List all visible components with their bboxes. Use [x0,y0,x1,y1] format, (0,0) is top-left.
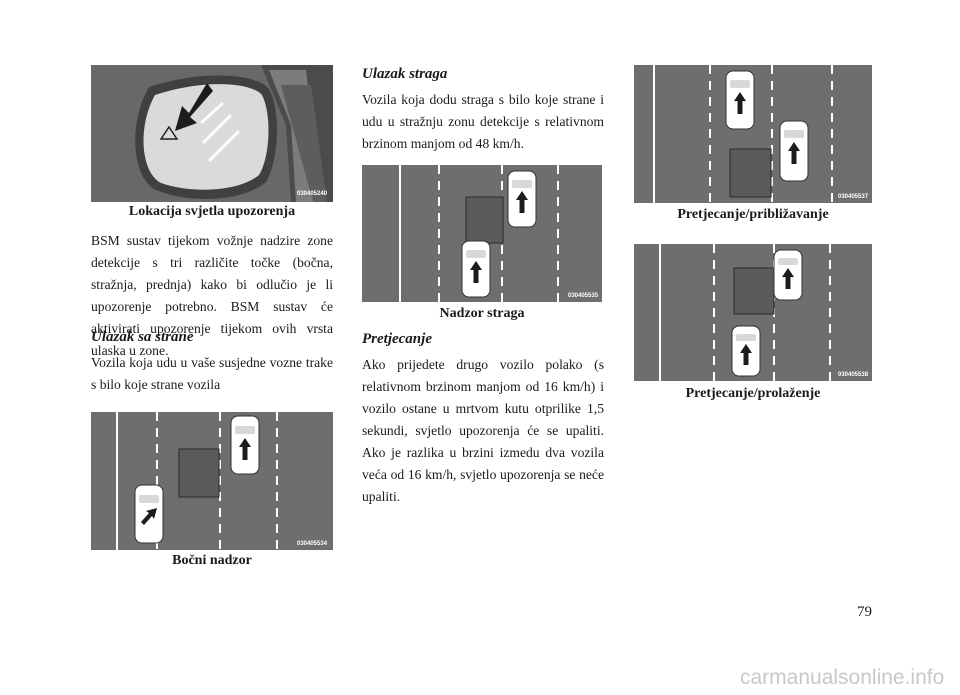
overtake-paragraph: Ako prijedete drugo vozilo polako (s rel… [362,357,604,504]
arrow-icon [788,142,800,164]
side-detection-figure: 030405534 [91,412,333,550]
side-entry-heading: Ulazak sa strane [91,329,194,345]
arrow-icon [516,191,528,213]
detection-zone [465,196,504,244]
detection-zone [178,448,220,498]
figure-code: 030405534 [297,541,328,547]
mirror-figure: 030405240 [91,65,333,202]
detection-zone [733,267,775,315]
arrow-icon [782,268,794,289]
vehicle-host [230,415,260,475]
overtake-pass-figure: 030405538 [634,244,872,381]
intro-paragraph: BSM sustav tijekom vožnje nadzire zone d… [91,233,333,358]
arrow-icon [734,92,746,114]
triangle-warning-icon [159,125,179,140]
arrow-icon [740,344,752,365]
vehicle-overtaking [725,70,755,130]
vehicle-approaching [461,240,491,298]
rear-detection-figure: 030405535 [362,165,602,302]
vehicle-host [773,249,803,301]
figure-code: 030405537 [838,194,869,200]
arrow-icon [470,261,482,283]
vehicle-host [507,170,537,228]
side-detection-caption: Bočni nadzor [172,553,252,568]
arrow-icon [239,438,251,460]
rear-entry-heading: Ulazak straga [362,66,448,82]
vehicle-merging [134,484,164,544]
mirror-caption: Lokacija svjetla upozorenja [128,204,296,219]
page-number: 79 [857,604,872,620]
vehicle-host [779,120,809,182]
side-entry-paragraph: Vozila koja udu u vaše susjedne vozne tr… [91,355,333,392]
overtake-heading: Pretjecanje [362,331,432,347]
rear-detection-caption: Nadzor straga [439,306,525,321]
vehicle-passing [731,325,761,377]
arrow-icon [175,83,213,131]
figure-code: 030405240 [297,191,328,197]
overtake-approach-caption: Pretjecanje/približavanje [677,207,829,222]
mirror-glass [143,84,269,190]
arrow-icon [141,508,157,525]
figure-code: 030405535 [568,293,599,299]
detection-zone [729,148,772,198]
watermark: carmanualsonline.info [740,666,945,689]
figure-code: 030405538 [838,372,869,378]
overtake-pass-caption: Pretjecanje/prolaženje [685,386,821,401]
rear-entry-paragraph: Vozila koja dodu straga s bilo koje stra… [362,92,604,151]
overtake-approach-figure: 030405537 [634,65,872,203]
